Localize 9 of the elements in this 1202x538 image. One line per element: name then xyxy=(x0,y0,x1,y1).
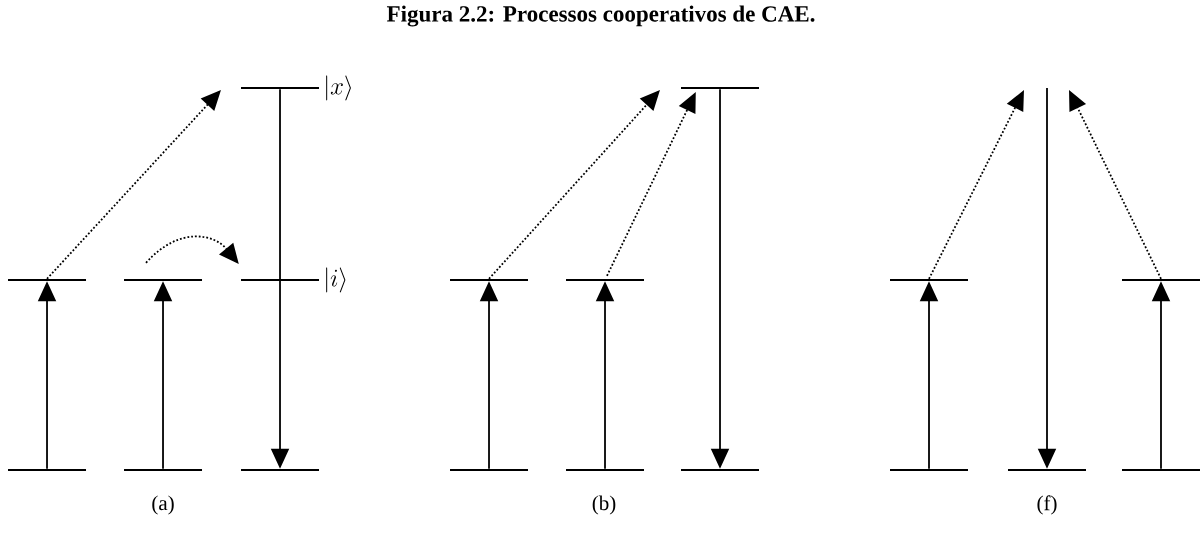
level-label: $|i\rangle$ xyxy=(326,267,346,293)
panel-label: (f) xyxy=(1037,495,1057,515)
arrow xyxy=(145,235,239,264)
panel-label: (b) xyxy=(592,495,616,515)
level-label: $|x\rangle$ xyxy=(326,75,351,101)
arrow xyxy=(488,90,660,280)
figure-title: Figura 2.2: Processos cooperativos de CAE. xyxy=(387,5,815,27)
arrow xyxy=(46,90,221,280)
panel-label: (a) xyxy=(152,495,174,515)
